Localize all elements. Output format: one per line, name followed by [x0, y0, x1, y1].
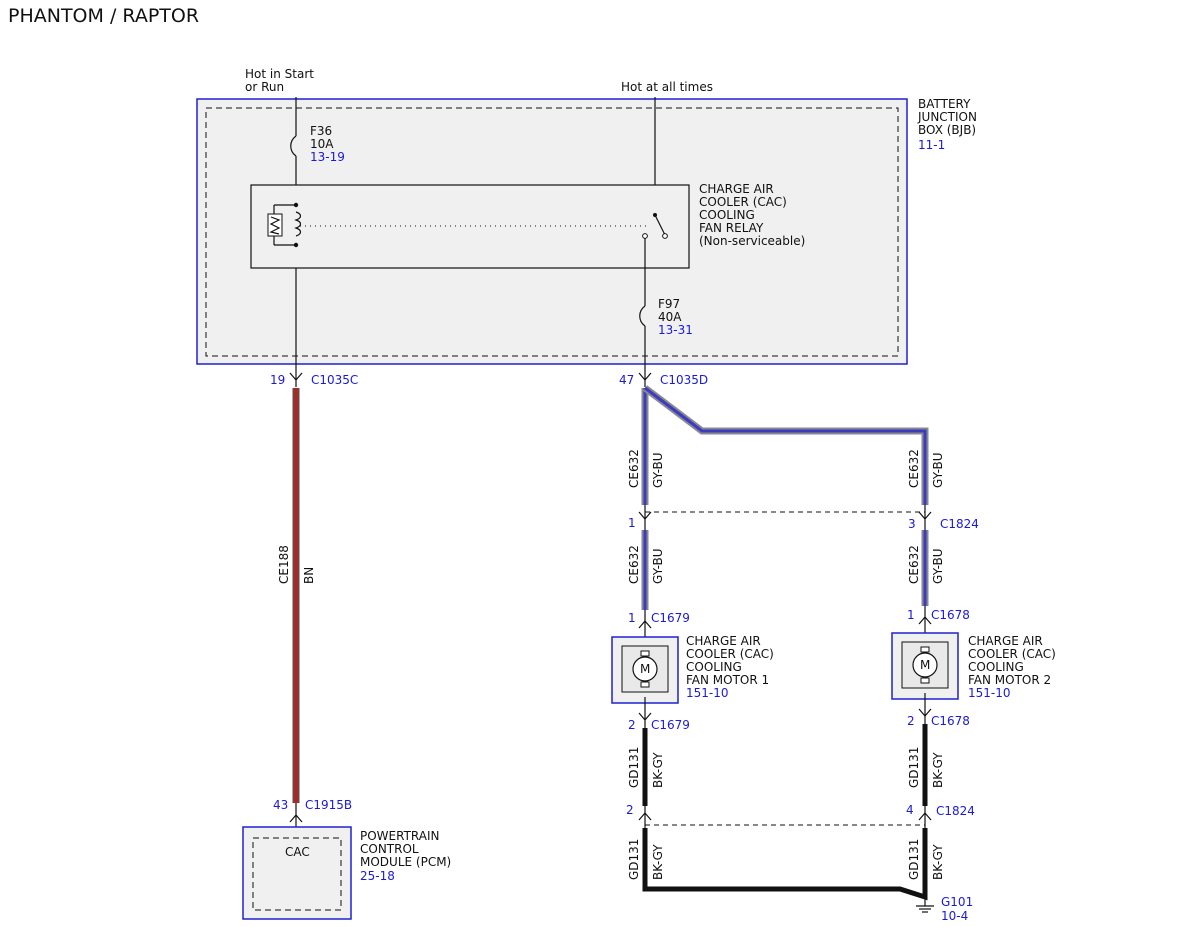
c1824-gnd-pin-b: 4: [906, 803, 914, 817]
motor1-label-3: COOLING: [686, 660, 742, 674]
gd131-circuit-upper-right: GD131: [907, 747, 921, 788]
hot-start-run-label-1: Hot in Start: [245, 67, 314, 81]
c1678-lower-label: C1678: [931, 714, 970, 728]
gd131-color-upper-left: BK-GY: [651, 752, 665, 788]
motor1-label-4: FAN MOTOR 1: [686, 673, 769, 687]
ce632-color-bottom-left: GY-BU: [651, 548, 665, 584]
bjb-label-2: JUNCTION: [917, 110, 977, 124]
bjb-label-1: BATTERY: [918, 97, 971, 111]
relay-label-2: COOLER (CAC): [699, 195, 787, 209]
c1678-pin-1: 1: [907, 608, 915, 622]
fuse-f97-name: F97: [658, 297, 680, 311]
pcm-inner-label: CAC: [285, 845, 310, 859]
motor2-label-3: COOLING: [968, 660, 1024, 674]
motor2-ref: 151-10: [968, 686, 1011, 700]
pcm-label-1: POWERTRAIN: [360, 829, 440, 843]
ground-ref: 10-4: [941, 909, 968, 923]
hot-all-times-label: Hot at all times: [621, 80, 713, 94]
c1679-pin-2: 2: [628, 718, 636, 732]
motor1-label-1: CHARGE AIR: [686, 634, 761, 648]
page-title: PHANTOM / RAPTOR: [8, 5, 199, 27]
relay-label-4: FAN RELAY: [699, 221, 764, 235]
ground-name: G101: [941, 895, 973, 909]
fuse-f97-rating: 40A: [658, 310, 682, 324]
fuse-f97-ref: 13-31: [658, 323, 693, 337]
relay-label-1: CHARGE AIR: [699, 182, 774, 196]
motor2-label-1: CHARGE AIR: [968, 634, 1043, 648]
relay-switch-icon: [642, 213, 668, 239]
pcm-label-3: MODULE (PCM): [360, 855, 451, 869]
c1824-upper-label: C1824: [940, 517, 979, 531]
relay-label-5: (Non-serviceable): [699, 234, 805, 248]
ce632-circuit-top-left: CE632: [627, 449, 641, 488]
motor1-ref: 151-10: [686, 686, 729, 700]
c1679-lower-label: C1679: [651, 718, 690, 732]
ce632-circuit-top-right: CE632: [907, 449, 921, 488]
c1678-pin-2: 2: [907, 714, 915, 728]
gd131-color-lower-right: BK-GY: [931, 844, 945, 880]
ce632-color-top-left: GY-BU: [651, 452, 665, 488]
c1679-upper-label: C1679: [651, 611, 690, 625]
motor1-icon: [632, 650, 658, 688]
bjb-inner-outline: [205, 107, 899, 357]
ce632-color-top-right: GY-BU: [931, 452, 945, 488]
motor1-symbol: M: [640, 662, 650, 676]
gd131-circuit-lower-left: GD131: [627, 839, 641, 880]
motor2-symbol: M: [920, 658, 930, 672]
pcm-ref: 25-18: [360, 869, 395, 883]
c1035c-pin: 19: [270, 373, 285, 387]
motor2-icon: [912, 646, 938, 684]
pcm-label-2: CONTROL: [360, 842, 419, 856]
ce632-circuit-bottom-left: CE632: [627, 545, 641, 584]
relay-label-3: COOLING: [699, 208, 755, 222]
relay-coil-icon: [267, 202, 302, 248]
c1824-lower-label: C1824: [936, 804, 975, 818]
c1915b-pin: 43: [273, 798, 288, 812]
bjb-ref: 11-1: [918, 138, 945, 152]
fuse-f36-ref: 13-19: [310, 150, 345, 164]
ce188-circuit: CE188: [277, 545, 291, 584]
c1035d-label: C1035D: [660, 373, 708, 387]
c1678-pin2-connector-icon: [918, 708, 932, 717]
c1915b-label: C1915B: [305, 798, 352, 812]
c1035c-label: C1035C: [311, 373, 358, 387]
motor2-label-4: FAN MOTOR 2: [968, 673, 1051, 687]
pcm-outline: [242, 826, 352, 920]
fuse-f36-rating: 10A: [310, 137, 334, 151]
c1679-pin2-connector-icon: [638, 712, 652, 721]
c1679-pin-1: 1: [628, 611, 636, 625]
hot-start-run-label-2: or Run: [245, 80, 284, 94]
fuse-f36-name: F36: [310, 124, 332, 138]
gd131-circuit-upper-left: GD131: [627, 747, 641, 788]
bjb-label-3: BOX (BJB): [918, 123, 976, 137]
ce188-color: BN: [302, 567, 316, 584]
gd131-circuit-lower-right: GD131: [907, 839, 921, 880]
ce632-circuit-bottom-right: CE632: [907, 545, 921, 584]
fuse-f36-icon: [290, 135, 297, 157]
gd131-color-upper-right: BK-GY: [931, 752, 945, 788]
c1824-pin-b: 3: [908, 517, 916, 531]
c1035d-pin: 47: [619, 373, 634, 387]
motor2-label-2: COOLER (CAC): [968, 647, 1056, 661]
wire-gd131-lower: [642, 828, 928, 901]
fuse-f97-icon: [639, 305, 646, 327]
ground-icon: [916, 897, 934, 913]
ce632-color-bottom-right: GY-BU: [931, 548, 945, 584]
gd131-color-lower-left: BK-GY: [651, 844, 665, 880]
motor1-label-2: COOLER (CAC): [686, 647, 774, 661]
pcm-inner-outline: [252, 837, 342, 911]
wire-ce632-right-outline: [642, 385, 929, 505]
c1678-upper-label: C1678: [931, 608, 970, 622]
c1824-pin-a: 1: [628, 516, 636, 530]
c1824-gnd-pin-a: 2: [626, 803, 634, 817]
wire-ce632-right: [644, 386, 927, 505]
